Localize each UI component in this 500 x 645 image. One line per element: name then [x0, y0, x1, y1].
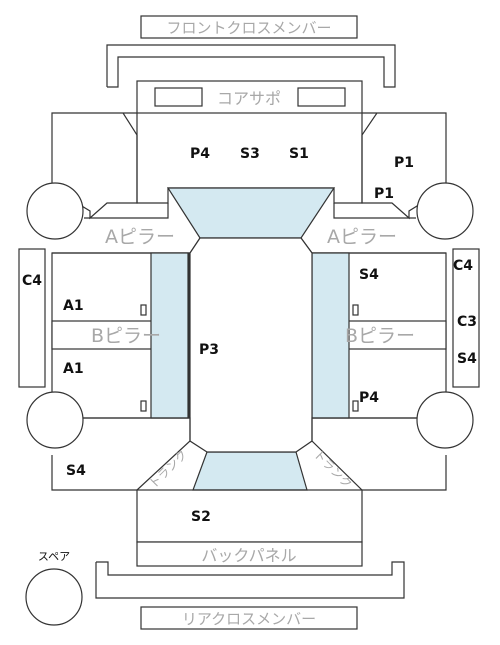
left-window [150, 252, 189, 419]
code-c3-right: C3 [457, 314, 477, 330]
right-rear-wheel [416, 391, 474, 449]
left-handle-rear [140, 400, 147, 412]
core-support-label: コアサポ [217, 89, 281, 108]
back-panel-label: バックパネル [201, 546, 296, 565]
left-front-fender [51, 112, 138, 220]
core-support-left-slot [154, 87, 203, 107]
code-p4-right: P4 [359, 390, 379, 406]
rear-bracket [95, 561, 405, 599]
left-rocker [18, 248, 46, 388]
windshield [166, 187, 336, 239]
right-front-fender [361, 112, 447, 220]
code-s1-top: S1 [289, 146, 309, 162]
rear-cross-member-label: リアクロスメンバー [182, 610, 316, 628]
code-c4-right: C4 [453, 258, 473, 274]
code-s4-right-upper: S4 [359, 267, 379, 283]
right-handle-rear [352, 400, 359, 412]
left-rear-quarter [51, 417, 191, 491]
trunk-lid [136, 489, 363, 543]
left-front-wheel [26, 182, 84, 240]
a-pillar-right-label: Aピラー [327, 226, 397, 248]
code-p1-right-a: P1 [394, 155, 414, 171]
code-s3-top: S3 [240, 146, 260, 162]
core-support-right-slot [297, 87, 346, 107]
code-p3-center: P3 [199, 342, 219, 358]
left-rear-wheel [26, 391, 84, 449]
right-front-wheel [416, 182, 474, 240]
front-bracket [106, 44, 396, 88]
code-a1-upper: A1 [63, 298, 84, 314]
right-rear-quarter [311, 417, 447, 491]
code-s4-right-outer: S4 [457, 351, 477, 367]
right-a-pillar-edge [333, 203, 416, 219]
code-p4-top: P4 [190, 146, 210, 162]
code-s2-rear: S2 [191, 509, 211, 525]
b-pillar-right-label: Bピラー [345, 325, 415, 347]
spare-tire [25, 568, 83, 626]
code-a1-lower: A1 [63, 361, 84, 377]
rear-cross-member-box [140, 606, 358, 630]
b-pillar-left-label: Bピラー [91, 325, 161, 347]
core-support-box [136, 80, 363, 114]
right-window [311, 252, 350, 419]
code-s4-left-lower: S4 [66, 463, 86, 479]
left-a-pillar-edge [84, 203, 169, 219]
code-p1-right-b: P1 [374, 186, 394, 202]
trunk-right-label: トランク [311, 447, 355, 491]
spare-label: スペア [38, 550, 70, 563]
trunk-left-label: トランク [146, 447, 190, 491]
code-c4-left: C4 [22, 273, 42, 289]
front-cross-member-label: フロントクロスメンバー [166, 19, 331, 37]
left-handle-front [140, 304, 147, 316]
right-handle-front [352, 304, 359, 316]
right-rocker [452, 248, 480, 388]
roof [189, 237, 313, 453]
front-cross-member-box [140, 15, 358, 39]
back-panel [136, 541, 363, 567]
a-pillar-left-label: Aピラー [105, 226, 175, 248]
rear-window [192, 451, 308, 491]
